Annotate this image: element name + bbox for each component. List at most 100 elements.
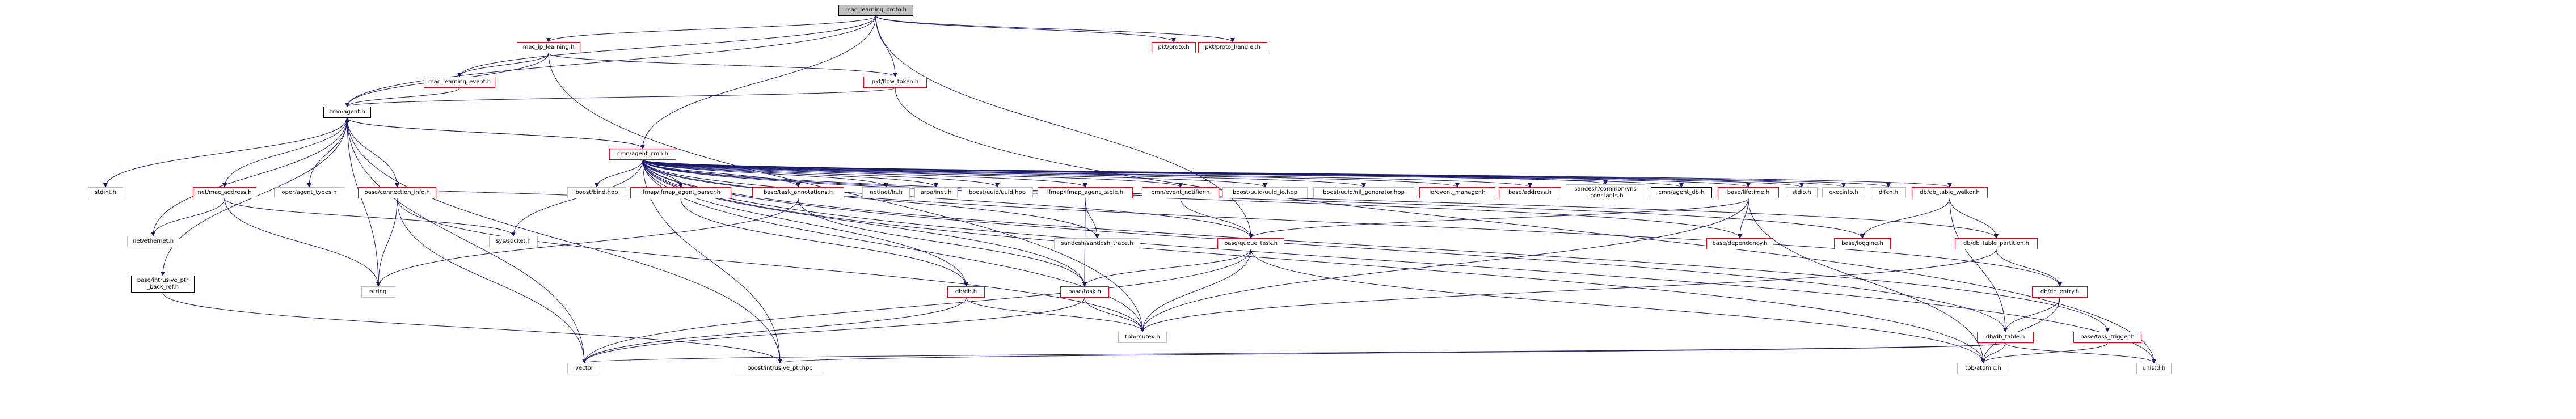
node-label: base/task_annotations.h [763, 189, 833, 196]
edge-n34-n39 [1949, 198, 1999, 239]
edge-n3-n6 [345, 87, 896, 107]
edge-n11-n46 [397, 198, 587, 363]
graph-node-n37[interactable]: base/dependency.h [1706, 238, 1773, 249]
node-label: tbb/mutex.h [1125, 334, 1160, 340]
graph-node-n22[interactable]: ifmap/ifmap_agent_table.h [1038, 187, 1133, 198]
node-label: unistd.h [2142, 365, 2166, 371]
graph-node-n28[interactable]: sandesh/common/vns _constants.h [1566, 184, 1645, 201]
edge-n7-n24 [642, 159, 1267, 188]
edge-n7-n35 [642, 159, 1099, 239]
node-label: pkt/proto_handler.h [1205, 44, 1260, 50]
graph-node-n25[interactable]: boost/uuid/nil_generator.hpp [1313, 187, 1414, 198]
node-label: string [370, 289, 387, 295]
graph-node-n2[interactable]: mac_learning_event.h [424, 77, 495, 88]
node-label: arpa/inet.h [920, 189, 952, 196]
graph-node-n13[interactable]: base/intrusive_ptr _back_ref.h [131, 276, 195, 293]
edge-n9-n14 [224, 198, 516, 236]
graph-node-n41[interactable]: base/task.h [1060, 286, 1109, 298]
graph-node-n19[interactable]: netinet/in.h [862, 187, 910, 198]
node-label: netinet/in.h [870, 189, 903, 196]
graph-node-n0[interactable]: mac_learning_proto.h [838, 5, 913, 16]
edge-n0-n2 [457, 15, 876, 77]
node-label: execinfo.h [1829, 189, 1858, 196]
node-label: vector [575, 365, 593, 371]
graph-node-n6[interactable]: cmn/agent.h [323, 107, 371, 118]
node-label: ifmap/ifmap_agent_table.h [1047, 189, 1124, 196]
edge-n7-n23 [642, 159, 1183, 188]
graph-node-n21[interactable]: boost/uuid/uuid.hpp [962, 187, 1033, 198]
edge-n30-n37 [1738, 198, 1749, 239]
node-label: boost/bind.hpp [575, 189, 618, 196]
node-label: boost/uuid/uuid.hpp [968, 189, 1026, 196]
edge-n7-n16 [595, 159, 643, 188]
graph-node-n11[interactable]: base/connection_info.h [358, 187, 436, 198]
edge-n36-n48 [1250, 249, 1985, 363]
node-label: boost/uuid/uuid_io.hpp [1233, 189, 1297, 196]
edge-n22-n35 [1085, 198, 1099, 239]
graph-node-n30[interactable]: base/lifetime.h [1718, 187, 1779, 198]
edge-n7-n48 [642, 159, 1985, 363]
edge-n45-n48 [1981, 342, 2108, 363]
graph-node-n40[interactable]: db/db.h [947, 286, 985, 298]
graph-node-n17[interactable]: ifmap/ifmap_agent_parser.h [630, 187, 731, 198]
graph-node-n16[interactable]: boost/bind.hpp [567, 187, 626, 198]
graph-node-n31[interactable]: stdio.h [1786, 187, 1818, 198]
node-label: oper/agent_types.h [281, 189, 337, 196]
graph-node-n8[interactable]: stdint.h [88, 187, 123, 198]
graph-node-n48[interactable]: tbb/atomic.h [1957, 363, 2009, 374]
graph-node-n5[interactable]: pkt/proto_handler.h [1198, 42, 1267, 53]
edge-n0-n5 [875, 15, 1235, 43]
graph-node-n1[interactable]: mac_ip_learning.h [517, 42, 580, 53]
node-label: base/dependency.h [1712, 240, 1768, 247]
graph-node-n49[interactable]: unistd.h [2136, 363, 2172, 374]
graph-node-n20[interactable]: arpa/inet.h [914, 187, 958, 198]
graph-node-n29[interactable]: cmn/agent_db.h [1651, 187, 1712, 198]
graph-node-n35[interactable]: sandesh/sandesh_trace.h [1054, 238, 1140, 249]
node-label: base/connection_info.h [364, 189, 430, 196]
graph-node-n4[interactable]: pkt/proto.h [1152, 42, 1196, 53]
graph-node-n42[interactable]: db/db_entry.h [2032, 286, 2088, 298]
graph-node-n3[interactable]: pkt/flow_token.h [863, 77, 927, 88]
graph-node-n32[interactable]: execinfo.h [1822, 187, 1865, 198]
graph-node-n18[interactable]: base/task_annotations.h [752, 187, 844, 198]
graph-node-n44[interactable]: db/db_table.h [1977, 332, 2034, 343]
graph-node-n23[interactable]: cmn/event_notifier.h [1142, 187, 1219, 198]
edge-n7-n36 [642, 159, 1253, 239]
edge-n30-n36 [1249, 198, 1749, 239]
edge-n41-n43 [1084, 297, 1145, 332]
graph-node-n10[interactable]: oper/agent_types.h [274, 187, 344, 198]
graph-node-n15[interactable]: string [361, 286, 395, 298]
edge-n0-n4 [875, 15, 1176, 43]
node-label: db/db.h [955, 289, 977, 295]
edge-n2-n6 [345, 87, 460, 107]
graph-node-n43[interactable]: tbb/mutex.h [1118, 332, 1167, 343]
node-label: stdint.h [94, 189, 117, 196]
edge-n0-n7 [640, 15, 876, 149]
edge-n7-n37 [642, 159, 1742, 239]
graph-node-n39[interactable]: db/db_table_partition.h [1955, 238, 2038, 249]
graph-node-n14[interactable]: sys/socket.h [489, 236, 538, 247]
edge-n7-n27 [642, 159, 1532, 188]
edge-n18-n41 [798, 198, 1087, 287]
graph-node-n12[interactable]: net/ethernet.h [127, 236, 179, 247]
graph-node-n36[interactable]: base/queue_task.h [1217, 238, 1284, 249]
graph-node-n45[interactable]: base/task_trigger.h [2073, 332, 2141, 343]
graph-node-n46[interactable]: vector [567, 363, 601, 374]
graph-node-n7[interactable]: cmn/agent_cmn.h [609, 149, 676, 160]
edge-n39-n43 [1140, 249, 1997, 332]
graph-node-n24[interactable]: boost/uuid/uuid_io.hpp [1222, 187, 1308, 198]
node-label: mac_learning_proto.h [845, 7, 907, 13]
edge-n6-n15 [347, 117, 381, 287]
graph-node-n38[interactable]: base/logging.h [1834, 238, 1891, 249]
graph-node-n33[interactable]: dlfcn.h [1871, 187, 1906, 198]
graph-node-n27[interactable]: base/address.h [1499, 187, 1561, 198]
graph-node-n9[interactable]: net/mac_address.h [193, 187, 256, 198]
graph-node-n34[interactable]: db/db_table_walker.h [1912, 187, 1988, 198]
graph-node-n26[interactable]: io/event_manager.h [1419, 187, 1495, 198]
edge-n11-n15 [376, 198, 398, 287]
node-label: stdio.h [1792, 189, 1811, 196]
edge-n6-n47 [347, 117, 782, 363]
graph-node-n47[interactable]: boost/intrusive_ptr.hpp [735, 363, 825, 374]
edge-n11-n43 [397, 198, 1145, 332]
